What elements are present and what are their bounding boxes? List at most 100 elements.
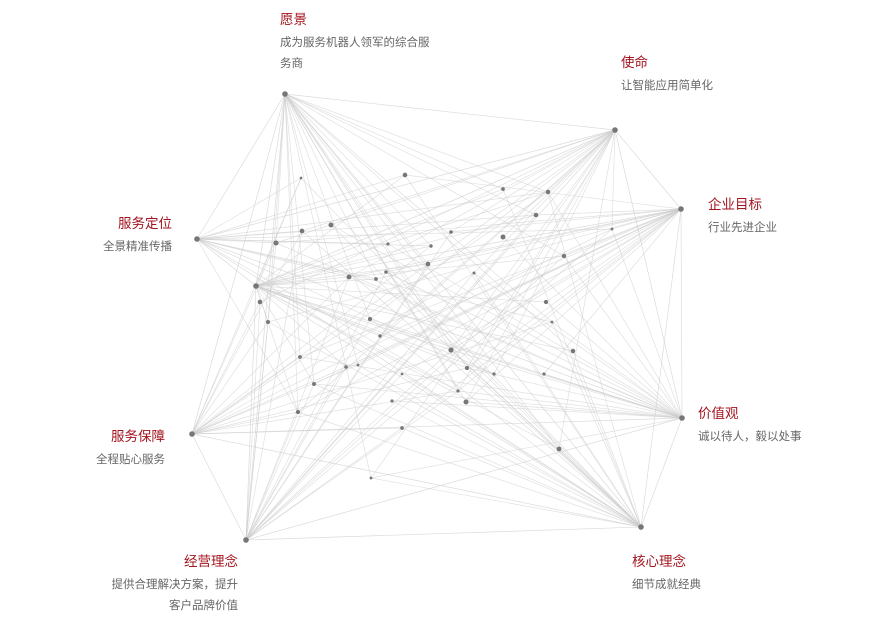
edge — [284, 93, 315, 385]
node-title: 经营理念 — [184, 554, 238, 570]
edge — [297, 208, 682, 413]
edge — [401, 208, 682, 429]
major-node — [638, 524, 644, 530]
major-node — [189, 431, 195, 437]
node-title: 使命 — [621, 55, 648, 71]
edge — [284, 93, 504, 190]
minor-node — [374, 277, 378, 281]
edge — [191, 367, 468, 435]
edge — [255, 278, 377, 287]
edge — [196, 230, 303, 240]
minor-node — [429, 244, 433, 248]
edge — [465, 401, 683, 419]
edge — [614, 129, 682, 210]
edge — [466, 129, 616, 369]
edge — [348, 276, 683, 419]
edge — [284, 93, 377, 280]
edge — [191, 276, 350, 435]
edge — [255, 285, 452, 351]
edge — [466, 367, 683, 419]
edge — [465, 129, 616, 403]
minor-node — [492, 372, 496, 376]
minor-node — [456, 389, 460, 393]
node-desc: 全程贴心服务 — [96, 452, 165, 466]
edge — [284, 93, 553, 323]
edge — [370, 477, 642, 528]
edge — [245, 228, 613, 541]
edge — [502, 236, 683, 419]
edge — [255, 191, 549, 287]
edge — [191, 411, 299, 435]
minor-node — [384, 270, 388, 274]
minor-node — [463, 399, 469, 405]
node-title: 服务保障 — [111, 429, 165, 445]
minor-node — [299, 176, 303, 180]
edge — [245, 390, 459, 541]
minor-node — [545, 189, 551, 195]
edge — [245, 214, 537, 541]
edge — [387, 243, 683, 419]
edge — [502, 129, 616, 190]
minor-node — [295, 409, 301, 415]
minor-node — [400, 426, 404, 430]
edge — [245, 255, 565, 541]
edge — [457, 390, 683, 419]
minor-node — [367, 316, 373, 322]
minor-node — [472, 271, 476, 275]
node-title: 价值观 — [698, 406, 739, 422]
minor-node — [328, 222, 334, 228]
edge — [611, 228, 683, 419]
edge — [640, 208, 682, 528]
edge — [611, 129, 616, 230]
edge — [385, 208, 682, 273]
node-desc: 行业先进企业 — [708, 220, 777, 234]
edge — [284, 93, 560, 450]
label-goal: 企业目标 行业先进企业 — [708, 196, 777, 238]
edge — [465, 208, 682, 403]
minor-node — [265, 319, 271, 325]
edge — [255, 285, 299, 413]
minor-node — [543, 299, 549, 305]
edge — [348, 129, 616, 278]
edge — [245, 383, 315, 541]
major-node — [253, 283, 259, 289]
label-values: 价值观 诚以待人，毅以处事 — [698, 405, 802, 447]
edge — [545, 208, 682, 303]
edge — [391, 400, 642, 528]
edge — [385, 271, 642, 528]
edge — [466, 208, 682, 369]
edge — [572, 350, 642, 528]
major-node — [243, 537, 249, 543]
edge — [191, 356, 301, 435]
edge — [255, 188, 504, 287]
edge — [680, 208, 683, 419]
edge — [255, 285, 459, 392]
edge — [473, 272, 683, 419]
node-title: 愿景 — [280, 12, 307, 28]
edge — [547, 191, 683, 419]
edge — [196, 93, 286, 240]
minor-node — [312, 382, 316, 386]
edge — [614, 129, 683, 419]
edge — [284, 93, 537, 216]
edge — [245, 272, 475, 541]
node-desc: 成为服务机器人领军的综合服务商 — [280, 35, 430, 70]
major-node — [282, 91, 288, 97]
edge — [558, 448, 642, 528]
edge — [196, 174, 406, 240]
minor-node — [500, 234, 506, 240]
minor-node — [550, 320, 554, 324]
edge — [379, 208, 682, 337]
minor-node — [346, 274, 352, 280]
edge — [563, 255, 683, 419]
edge — [313, 383, 642, 528]
node-desc: 提供合理解决方案，提升客户品牌价值 — [111, 577, 239, 612]
minor-node — [298, 355, 302, 359]
edge — [284, 93, 372, 479]
edge — [196, 129, 616, 240]
edge — [401, 373, 642, 528]
edge — [267, 321, 642, 528]
edge — [457, 129, 616, 392]
edge — [450, 349, 642, 528]
